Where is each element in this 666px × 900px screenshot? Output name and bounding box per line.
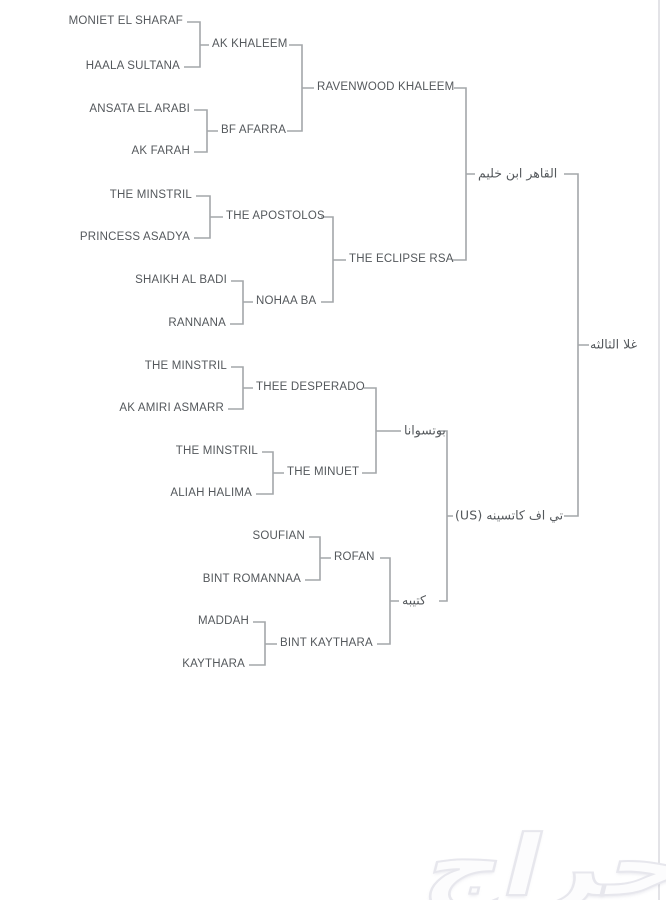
node-gen4-ak-farah: AK FARAH <box>131 145 190 158</box>
node-gen2-katibah: كتيبه <box>402 592 426 608</box>
node-gen4-shaikh-al-badi: SHAIKH AL BADI <box>135 274 227 287</box>
node-gen4-the-minstril-3: THE MINSTRIL <box>175 445 258 458</box>
bracket-tf-katsinah <box>439 430 453 602</box>
bracket-bint-kaythara <box>249 621 277 666</box>
haraj-watermark-logo: حراج <box>414 816 666 900</box>
node-gen1-tf-katsinah-us: تي اف كاتسينه (US) <box>455 507 564 523</box>
node-gen3-thee-desperado: THEE DESPERADO <box>256 381 365 394</box>
node-gen3-bint-kaythara: BINT KAYTHARA <box>280 637 373 650</box>
node-gen3-the-minuet: THE MINUET <box>287 466 360 479</box>
node-gen2-the-eclipse-rsa: THE ECLIPSE RSA <box>349 253 454 266</box>
node-gen3-rofan: ROFAN <box>334 551 375 564</box>
node-gen4-rannana: RANNANA <box>168 317 226 330</box>
bracket-bf-afarra <box>194 109 218 153</box>
node-gen3-nohaa-ba: NOHAA BA <box>256 295 317 308</box>
bracket-botswana <box>362 387 401 474</box>
node-gen3-bf-afarra: BF AFARRA <box>221 124 287 137</box>
node-gen4-moniet-el-sharaf: MONIET EL SHARAF <box>68 15 183 28</box>
bracket-ravenwood-khaleem <box>287 44 314 132</box>
bracket-the-apostolos <box>194 195 223 239</box>
bracket-the-minuet <box>256 451 284 495</box>
node-gen4-bint-romannaa: BINT ROMANNAA <box>202 573 301 586</box>
node-gen2-ravenwood-khaleem: RAVENWOOD KHALEEM <box>317 81 455 94</box>
bracket-the-eclipse-rsa <box>321 216 346 303</box>
node-gen3-ak-khaleem: AK KHALEEM <box>212 38 288 51</box>
node-gen4-aliah-halima: ALIAH HALIMA <box>170 487 252 500</box>
bracket-alqahir-ibn-khaleem <box>452 87 475 261</box>
node-gen4-the-minstril-1: THE MINSTRIL <box>109 189 192 202</box>
node-gen0-ghala-althalithah: غلا الثالثه <box>590 336 638 352</box>
node-gen4-haala-sultana: HAALA SULTANA <box>85 60 180 73</box>
node-gen1-alqahir-ibn-khaleem: القاهر ابن خليم <box>478 165 558 181</box>
bracket-katibah <box>377 557 399 645</box>
node-gen2-botswana: بوتسوانا <box>404 422 446 438</box>
node-gen4-ak-amiri-asmarr: AK AMIRI ASMARR <box>119 402 224 415</box>
bracket-thee-desperado <box>228 366 253 410</box>
node-gen4-maddah: MADDAH <box>197 615 249 628</box>
bracket-nohaa-ba <box>230 280 253 325</box>
bracket-ak-khaleem <box>184 21 209 68</box>
bracket-rofan <box>305 536 331 581</box>
bracket-ghala-althalithah <box>564 173 589 517</box>
node-gen4-the-minstril-2: THE MINSTRIL <box>144 360 227 373</box>
node-gen4-kaythara: KAYTHARA <box>182 658 245 671</box>
node-gen4-soufian: SOUFIAN <box>252 530 305 543</box>
node-gen4-princess-asadya: PRINCESS ASADYA <box>79 231 190 244</box>
node-gen4-ansata-el-arabi: ANSATA EL ARABI <box>89 103 190 116</box>
node-gen3-the-apostolos: THE APOSTOLOS <box>226 210 325 223</box>
